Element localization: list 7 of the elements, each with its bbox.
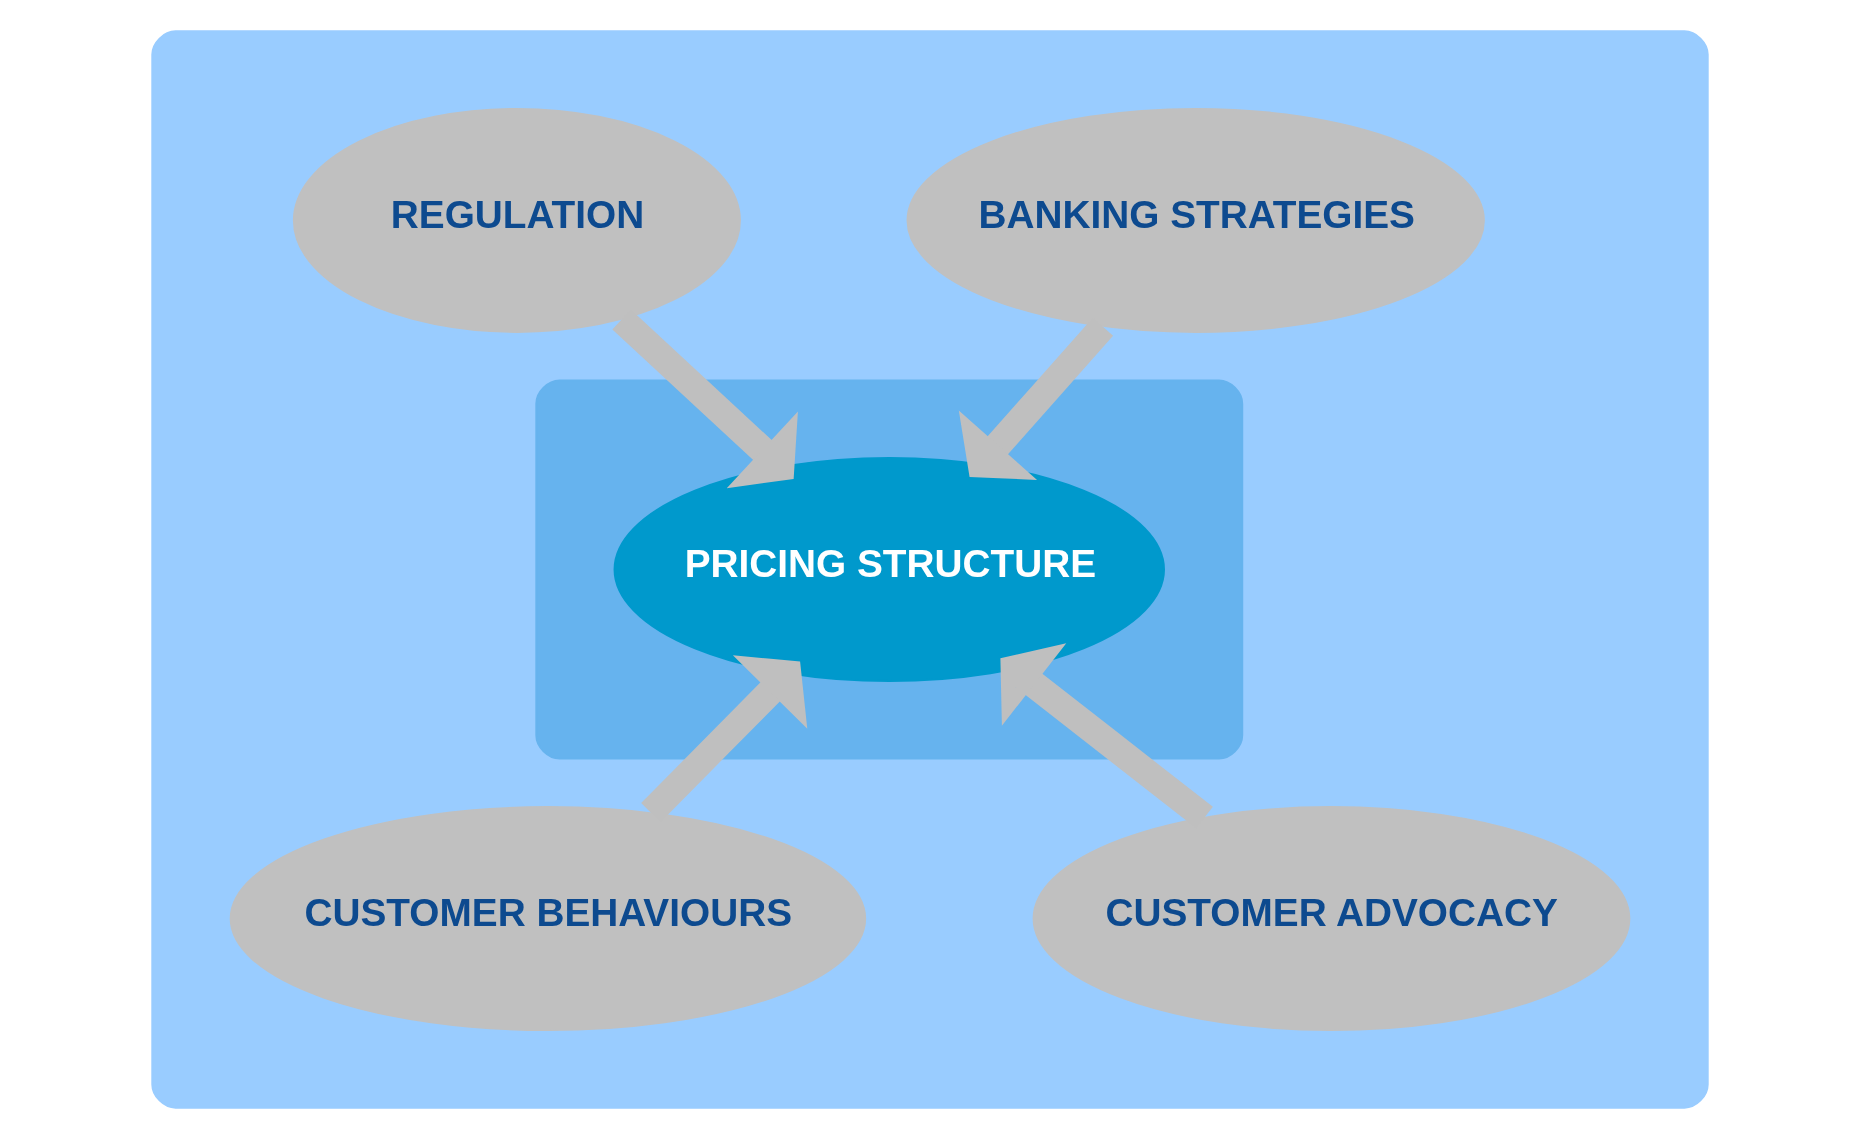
cluster [150, 30, 1709, 1109]
cluster [534, 379, 1243, 760]
node-ellipse: REGULATION [292, 107, 741, 333]
node-ellipse: BANKING STRATEGIES [906, 107, 1485, 333]
node-ellipse: CUSTOMER ADVOCACY [1032, 806, 1630, 1032]
node-ellipse: PRICING STRUCTURE [613, 457, 1165, 682]
node-ellipse: CUSTOMER BEHAVIOURS [229, 806, 866, 1032]
